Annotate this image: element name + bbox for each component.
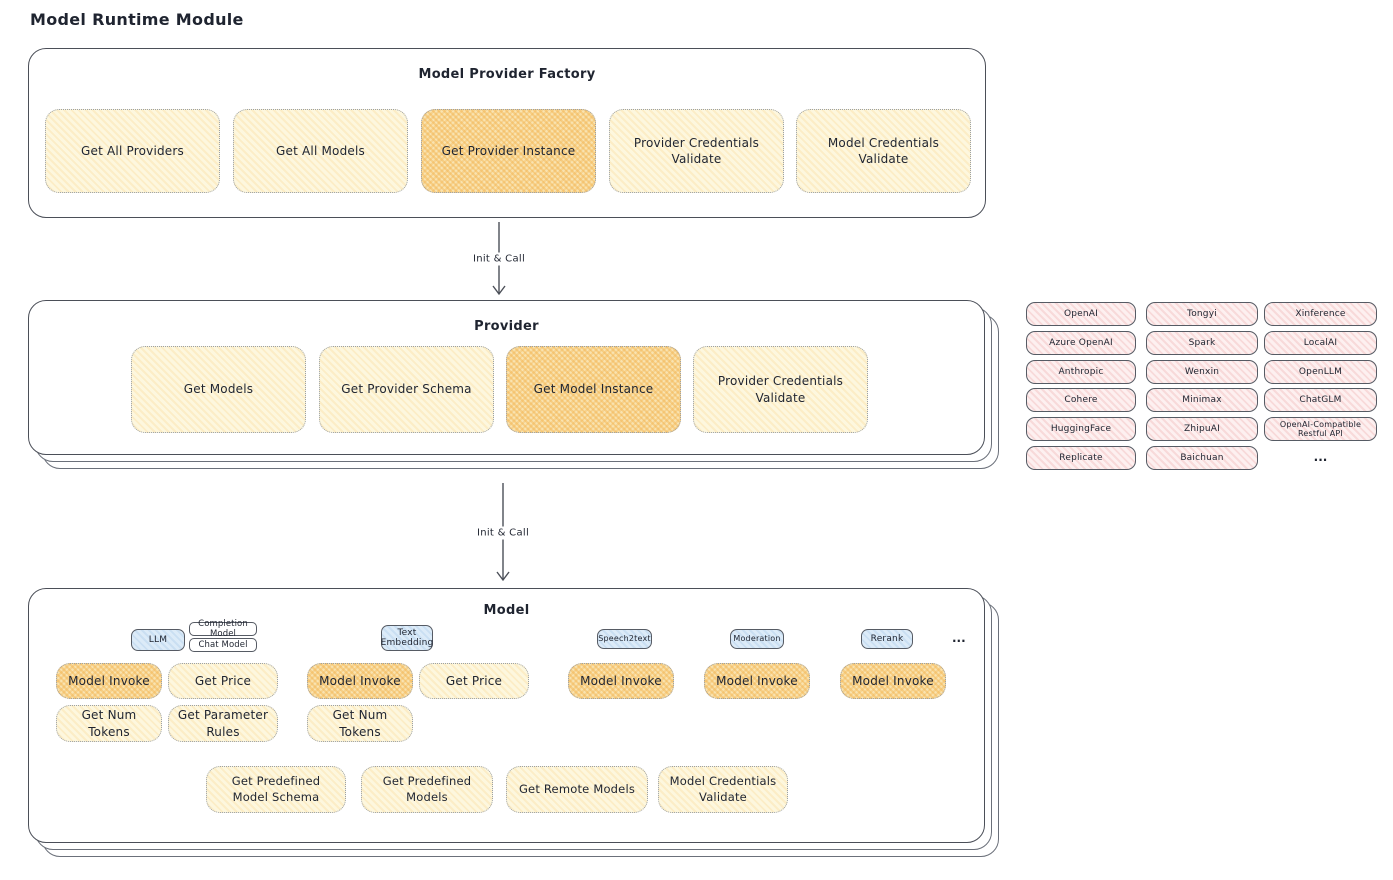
factory-get-all-models: Get All Models bbox=[233, 109, 408, 193]
factory-box: Model Provider Factory Get All Providers… bbox=[28, 48, 986, 218]
provider-title: Provider bbox=[474, 319, 539, 334]
provider-provider-credentials-validate: Provider Credentials Validate bbox=[693, 346, 868, 433]
tag-rerank: Rerank bbox=[861, 629, 913, 649]
provider-pill-replicate: Replicate bbox=[1026, 446, 1136, 470]
llm-get-price: Get Price bbox=[168, 663, 278, 699]
get-predefined-model-schema: Get Predefined Model Schema bbox=[206, 766, 346, 813]
speech2text-model-invoke: Model Invoke bbox=[568, 663, 674, 699]
tag-speech2text: Speech2text bbox=[597, 629, 652, 649]
subtag-completion-model: Completion Model bbox=[189, 619, 257, 639]
provider-pill-anthropic: Anthropic bbox=[1026, 360, 1136, 384]
provider-pill-huggingface: HuggingFace bbox=[1026, 417, 1136, 441]
init-call-label-1: Init & Call bbox=[467, 252, 531, 266]
text-embedding-get-num-tokens: Get Num Tokens bbox=[307, 705, 413, 742]
provider-pill-spark: Spark bbox=[1146, 331, 1258, 355]
provider-pill-wenxin: Wenxin bbox=[1146, 360, 1258, 384]
init-call-arrow-2: Init & Call bbox=[471, 483, 535, 582]
subtag-chat-model: Chat Model bbox=[189, 638, 257, 652]
model-title: Model bbox=[483, 603, 530, 618]
provider-pill-chatglm: ChatGLM bbox=[1264, 388, 1377, 412]
tag-moderation: Moderation bbox=[730, 629, 784, 649]
provider-get-provider-schema: Get Provider Schema bbox=[319, 346, 494, 433]
model-credentials-validate: Model Credentials Validate bbox=[658, 766, 788, 813]
model-box: Model LLM Completion Model Chat Model Te… bbox=[28, 588, 985, 843]
factory-get-provider-instance: Get Provider Instance bbox=[421, 109, 596, 193]
moderation-model-invoke: Model Invoke bbox=[704, 663, 810, 699]
factory-provider-credentials-validate: Provider Credentials Validate bbox=[609, 109, 784, 193]
provider-pill-baichuan: Baichuan bbox=[1146, 446, 1258, 470]
provider-pill-cohere: Cohere bbox=[1026, 388, 1136, 412]
provider-pill-zhipuai: ZhipuAI bbox=[1146, 417, 1258, 441]
provider-get-model-instance: Get Model Instance bbox=[506, 346, 681, 433]
provider-pill-openai: OpenAI bbox=[1026, 302, 1136, 326]
llm-get-parameter-rules: Get Parameter Rules bbox=[168, 705, 278, 742]
page-title: Model Runtime Module bbox=[30, 10, 244, 29]
provider-pill-openllm: OpenLLM bbox=[1264, 360, 1377, 384]
get-predefined-models: Get Predefined Models bbox=[361, 766, 493, 813]
factory-model-credentials-validate: Model Credentials Validate bbox=[796, 109, 971, 193]
provider-pill-minimax: Minimax bbox=[1146, 388, 1258, 412]
init-call-arrow-1: Init & Call bbox=[467, 222, 531, 296]
get-remote-models: Get Remote Models bbox=[506, 766, 648, 813]
init-call-label-2: Init & Call bbox=[471, 526, 535, 539]
provider-pill-localai: LocalAI bbox=[1264, 331, 1377, 355]
text-embedding-model-invoke: Model Invoke bbox=[307, 663, 413, 699]
provider-get-models: Get Models bbox=[131, 346, 306, 433]
provider-box: Provider Get Models Get Provider Schema … bbox=[28, 300, 985, 455]
tags-ellipsis: ... bbox=[952, 631, 966, 645]
factory-get-all-providers: Get All Providers bbox=[45, 109, 220, 193]
rerank-model-invoke: Model Invoke bbox=[840, 663, 946, 699]
text-embedding-get-price: Get Price bbox=[419, 663, 529, 699]
provider-pill-azure-openai: Azure OpenAI bbox=[1026, 331, 1136, 355]
provider-pill-openai-compatible-restful-api: OpenAI-Compatible Restful API bbox=[1264, 417, 1377, 441]
factory-title: Model Provider Factory bbox=[418, 67, 596, 82]
tag-text-embedding: Text Embedding bbox=[381, 625, 433, 651]
provider-grid-ellipsis: ... bbox=[1313, 450, 1328, 464]
provider-pill-xinference: Xinference bbox=[1264, 302, 1377, 326]
llm-model-invoke: Model Invoke bbox=[56, 663, 162, 699]
llm-get-num-tokens: Get Num Tokens bbox=[56, 705, 162, 742]
provider-pill-tongyi: Tongyi bbox=[1146, 302, 1258, 326]
tag-llm: LLM bbox=[131, 629, 185, 651]
